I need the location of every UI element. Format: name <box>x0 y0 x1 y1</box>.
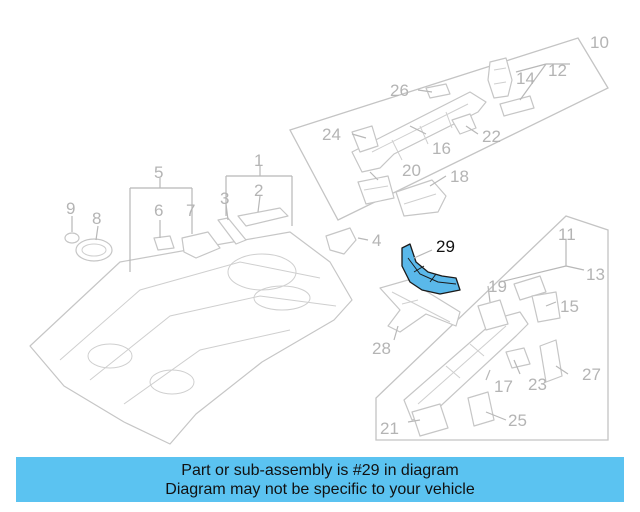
parts-diagram: 1 2 3 4 5 6 7 8 9 10 11 12 13 14 15 16 1… <box>29 33 609 445</box>
part-29-highlighted[interactable] <box>401 243 461 295</box>
part-3[interactable] <box>217 217 247 245</box>
part-4[interactable] <box>325 227 357 255</box>
part-18[interactable] <box>395 179 447 217</box>
leader-lines <box>71 63 585 423</box>
part-2[interactable] <box>237 207 289 227</box>
part-19[interactable] <box>477 299 509 331</box>
part-27[interactable] <box>539 339 563 383</box>
part-7[interactable] <box>181 231 221 259</box>
callout-13[interactable]: 13 <box>586 265 605 284</box>
callout-2[interactable]: 2 <box>254 181 263 200</box>
part-6[interactable] <box>153 235 175 251</box>
group-outline-10 <box>289 37 609 221</box>
callout-4[interactable]: 4 <box>372 231 381 250</box>
callout-16[interactable]: 16 <box>432 139 451 158</box>
upper-rear-rail-group <box>289 37 609 221</box>
callout-24[interactable]: 24 <box>322 125 341 144</box>
callout-11[interactable]: 11 <box>558 225 576 244</box>
part-20[interactable] <box>357 175 395 205</box>
callout-1[interactable]: 1 <box>254 151 263 170</box>
callout-28[interactable]: 28 <box>372 339 391 358</box>
info-banner: Part or sub-assembly is #29 in diagram D… <box>16 457 624 502</box>
callout-5[interactable]: 5 <box>154 163 163 182</box>
callout-10[interactable]: 10 <box>590 33 609 52</box>
callout-18[interactable]: 18 <box>450 167 469 186</box>
callout-6[interactable]: 6 <box>154 201 163 220</box>
part-23[interactable] <box>505 347 531 369</box>
callout-9[interactable]: 9 <box>66 199 75 218</box>
part-25[interactable] <box>467 391 495 427</box>
callout-12[interactable]: 12 <box>548 61 567 80</box>
callout-23[interactable]: 23 <box>528 375 547 394</box>
callout-29[interactable]: 29 <box>436 237 455 256</box>
callout-labels: 1 2 3 4 5 6 7 8 9 10 11 12 13 14 15 16 1… <box>66 33 609 438</box>
part-17[interactable] <box>403 311 529 421</box>
callout-19[interactable]: 19 <box>488 277 507 296</box>
callout-22[interactable]: 22 <box>482 127 501 146</box>
part-15[interactable] <box>531 291 561 323</box>
callout-17[interactable]: 17 <box>494 377 513 396</box>
lower-rear-rail-group <box>375 215 609 441</box>
part-12[interactable] <box>499 95 535 117</box>
banner-line-2: Diagram may not be specific to your vehi… <box>165 480 475 498</box>
part-9[interactable] <box>64 232 80 244</box>
callout-8[interactable]: 8 <box>92 209 101 228</box>
banner-line-1: Part or sub-assembly is #29 in diagram <box>181 461 459 479</box>
part-26[interactable] <box>425 83 451 99</box>
part-24[interactable] <box>351 125 379 153</box>
callout-25[interactable]: 25 <box>508 411 527 430</box>
part-21[interactable] <box>411 403 449 437</box>
callout-21[interactable]: 21 <box>380 419 399 438</box>
callout-27[interactable]: 27 <box>582 365 601 384</box>
floor-panel-group <box>29 207 357 445</box>
callout-14[interactable]: 14 <box>516 69 535 88</box>
part-8[interactable] <box>75 238 113 262</box>
callout-7[interactable]: 7 <box>186 201 195 220</box>
part-13[interactable] <box>513 275 547 301</box>
callout-15[interactable]: 15 <box>560 297 579 316</box>
callout-20[interactable]: 20 <box>402 161 421 180</box>
floor-panel[interactable] <box>29 231 353 445</box>
part-14[interactable] <box>487 57 513 99</box>
callout-3[interactable]: 3 <box>220 189 229 208</box>
group-outline-11 <box>375 215 609 441</box>
callout-26[interactable]: 26 <box>390 81 409 100</box>
